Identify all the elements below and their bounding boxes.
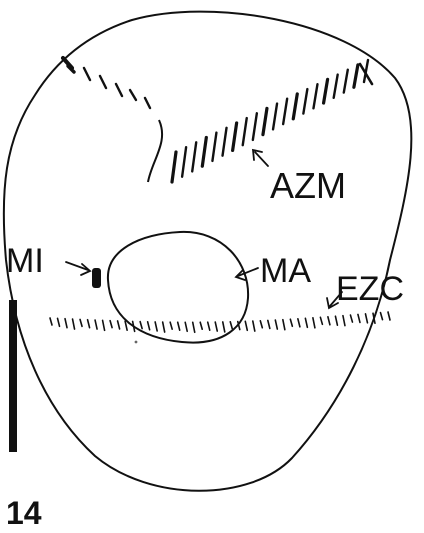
label-ma: MA xyxy=(260,252,311,290)
azm-membranelle xyxy=(354,65,358,87)
ezc-kinety xyxy=(245,321,247,330)
azm-membranelle xyxy=(172,152,176,182)
azm-membranelle xyxy=(324,79,328,103)
ezc-kinety xyxy=(320,317,322,324)
ezc-kinety xyxy=(178,322,180,330)
equatorial-zone-ciliature xyxy=(50,312,390,332)
cell-outline xyxy=(4,12,412,491)
ezc-kinety xyxy=(140,322,142,329)
azm-membranelle xyxy=(100,76,106,88)
azm-membranelle xyxy=(223,128,227,156)
azm-membranelle xyxy=(243,118,247,145)
ezc-kinety xyxy=(290,319,292,326)
ezc-kinety xyxy=(118,321,120,329)
ezc-kinety xyxy=(125,321,127,330)
speck-mark xyxy=(135,341,138,344)
azm-membranelle xyxy=(212,133,216,161)
azm-membranelle xyxy=(192,142,196,171)
ezc-kinety xyxy=(170,322,172,329)
label-azm: AZM xyxy=(270,165,346,206)
ezc-kinety xyxy=(95,320,97,329)
scale-bar xyxy=(9,300,17,452)
ezc-kinety xyxy=(103,320,105,330)
ezc-kinety xyxy=(275,320,277,329)
ezc-kinety xyxy=(73,319,75,329)
azm-membranelle xyxy=(283,99,287,124)
ezc-kinety xyxy=(358,314,360,322)
azm-membranelle xyxy=(313,84,317,108)
azm-membranelle xyxy=(303,89,307,114)
azm-membranelle xyxy=(130,90,136,100)
ezc-kinety xyxy=(283,320,285,330)
azm-membranelle xyxy=(253,113,257,140)
ezc-kinety xyxy=(155,322,157,331)
ezc-kinety xyxy=(208,322,210,330)
ezc-kinety xyxy=(253,321,255,331)
azm-membranelle xyxy=(116,84,122,96)
ezc-kinety xyxy=(185,322,187,331)
azm-membranelle xyxy=(263,108,267,134)
ezc-kinety xyxy=(343,316,345,326)
ezc-kinety xyxy=(380,313,382,320)
azm-membranelle xyxy=(202,137,206,166)
figure-number: 14 xyxy=(6,495,42,531)
ezc-kinety xyxy=(88,320,90,328)
ezc-kinety xyxy=(260,321,262,328)
ezc-kinety xyxy=(388,312,390,320)
label-mi: MI xyxy=(6,242,44,280)
ezc-kinety xyxy=(200,322,202,329)
azm-membranelle xyxy=(344,70,348,93)
azm-membranelle xyxy=(293,94,297,119)
micronucleus xyxy=(92,268,101,288)
azm-membranelle xyxy=(145,98,150,108)
ezc-kinety xyxy=(163,322,165,332)
ezc-kinety xyxy=(305,318,307,327)
ezc-kinety xyxy=(58,318,60,326)
adoral-zone-membranelles xyxy=(63,58,372,182)
ezc-kinety xyxy=(328,317,330,325)
ezc-kinety xyxy=(80,319,82,326)
ezc-kinety xyxy=(268,320,270,328)
ezc-kinety xyxy=(298,319,300,327)
ezc-kinety xyxy=(193,322,195,332)
ezc-kinety xyxy=(335,316,337,325)
label-ezc: EZC xyxy=(336,270,404,308)
ezc-kinety xyxy=(110,321,112,328)
azm-arrow-line xyxy=(255,152,268,166)
azm-boundary-line xyxy=(148,120,162,182)
azm-membranelle xyxy=(84,68,90,80)
ezc-kinety xyxy=(313,318,315,328)
azm-membranelle xyxy=(273,104,277,130)
ezc-kinety xyxy=(365,314,367,323)
ezc-kinety xyxy=(215,322,217,331)
ezc-kinety xyxy=(350,315,352,322)
ezc-kinety xyxy=(50,318,52,325)
ezc-kinety xyxy=(65,319,67,328)
ezc-kinety xyxy=(230,322,232,329)
azm-membranelle xyxy=(182,147,186,177)
ezc-kinety xyxy=(133,321,135,331)
azm-membranelle xyxy=(233,123,237,150)
ezc-kinety xyxy=(148,322,150,330)
ezc-kinety xyxy=(223,322,225,332)
azm-membranelle xyxy=(334,75,338,98)
